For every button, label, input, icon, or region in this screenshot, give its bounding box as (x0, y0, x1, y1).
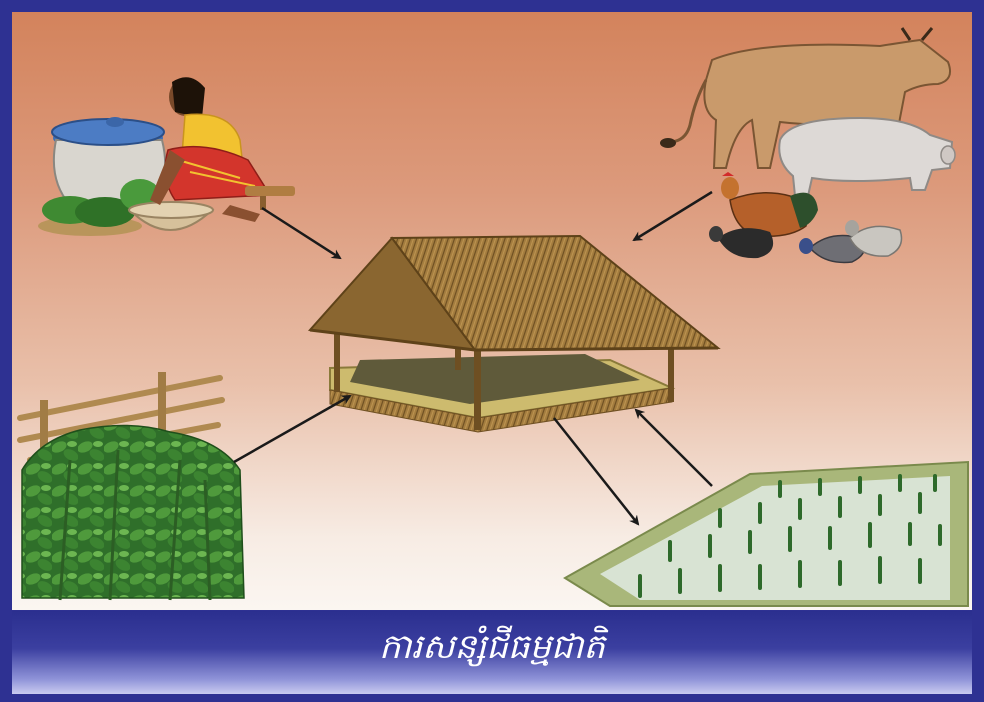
arrow-shed-to-field (554, 418, 638, 524)
caption-bar: ការសន្សំជីធម្មជាតិ (12, 611, 972, 694)
garden-plants-icon (20, 372, 244, 600)
arrow-kitchen-to-shed (262, 208, 340, 258)
livestock-icon (660, 28, 955, 262)
arrow-livestock-to-shed (634, 192, 712, 240)
rice-field-icon (565, 462, 968, 606)
diagram-caption: ការសន្សំជីធម្មជាតិ (12, 625, 972, 669)
compost-shed-icon (310, 236, 718, 432)
arrow-field-to-shed (636, 410, 712, 486)
woman-cooking-icon (38, 77, 295, 236)
arrow-garden-to-shed (234, 396, 350, 462)
